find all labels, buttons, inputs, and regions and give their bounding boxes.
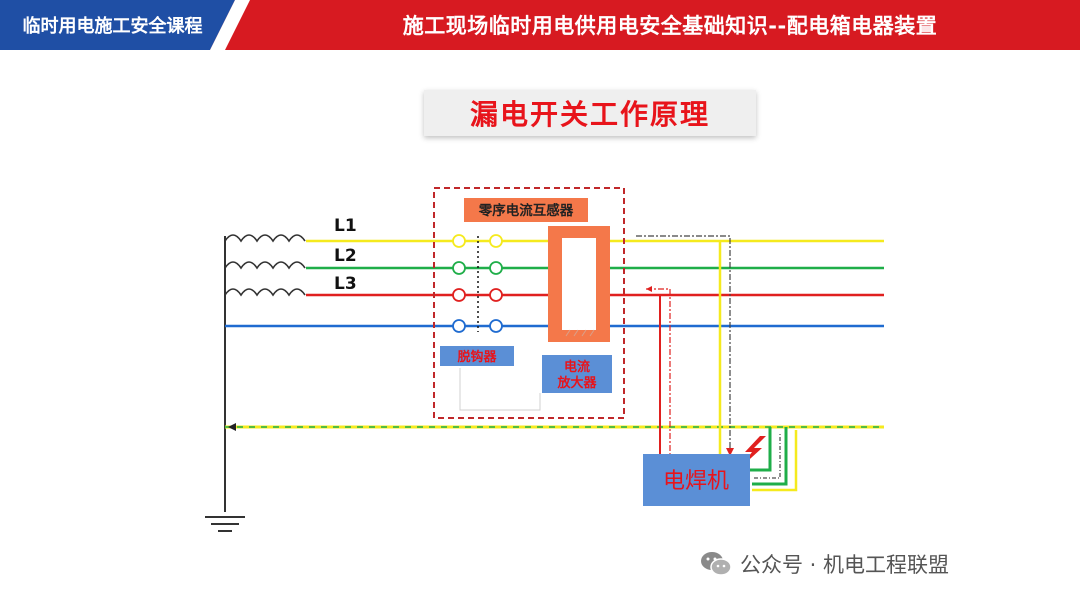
ct-label-box: [464, 198, 588, 222]
amp-label-line2: 放大器: [556, 375, 597, 391]
welder-label: 电焊机: [663, 469, 729, 494]
lesson-title: 施工现场临时用电供用电安全基础知识--配电箱电器装置: [402, 14, 938, 38]
welder-box: [643, 454, 750, 506]
trip-label: 脱钩器: [457, 349, 497, 365]
header-bar: 临时用电施工安全课程 施工现场临时用电供用电安全基础知识--配电箱电器装置: [0, 0, 1080, 50]
ct-label: 零序电流互感器: [478, 202, 574, 219]
welder-wiring: [636, 235, 798, 492]
transformer-coils: [224, 234, 306, 297]
switch-contacts: [452, 234, 503, 333]
line-label-l1: L1: [334, 216, 357, 236]
course-name: 临时用电施工安全课程: [22, 16, 203, 37]
watermark: 公众号 · 机电工程联盟: [700, 546, 949, 582]
ct-core: [548, 226, 610, 342]
topic-title-box: 漏电开关工作原理: [424, 90, 756, 136]
rcd-enclosure: [433, 187, 625, 419]
trip-signal-wire: [459, 368, 541, 411]
amp-label-line1: 电流: [564, 359, 590, 375]
amp-label-box: [542, 355, 612, 393]
wechat-icon: [701, 552, 732, 576]
trip-label-box: [440, 346, 514, 366]
header-background: [0, 0, 1080, 50]
line-label-l2: L2: [334, 246, 357, 266]
pe-line: [225, 423, 884, 431]
ground-symbol: [205, 516, 245, 532]
line-label-l3: L3: [334, 274, 357, 294]
watermark-text: 公众号 · 机电工程联盟: [740, 553, 950, 577]
topic-title: 漏电开关工作原理: [469, 98, 710, 131]
